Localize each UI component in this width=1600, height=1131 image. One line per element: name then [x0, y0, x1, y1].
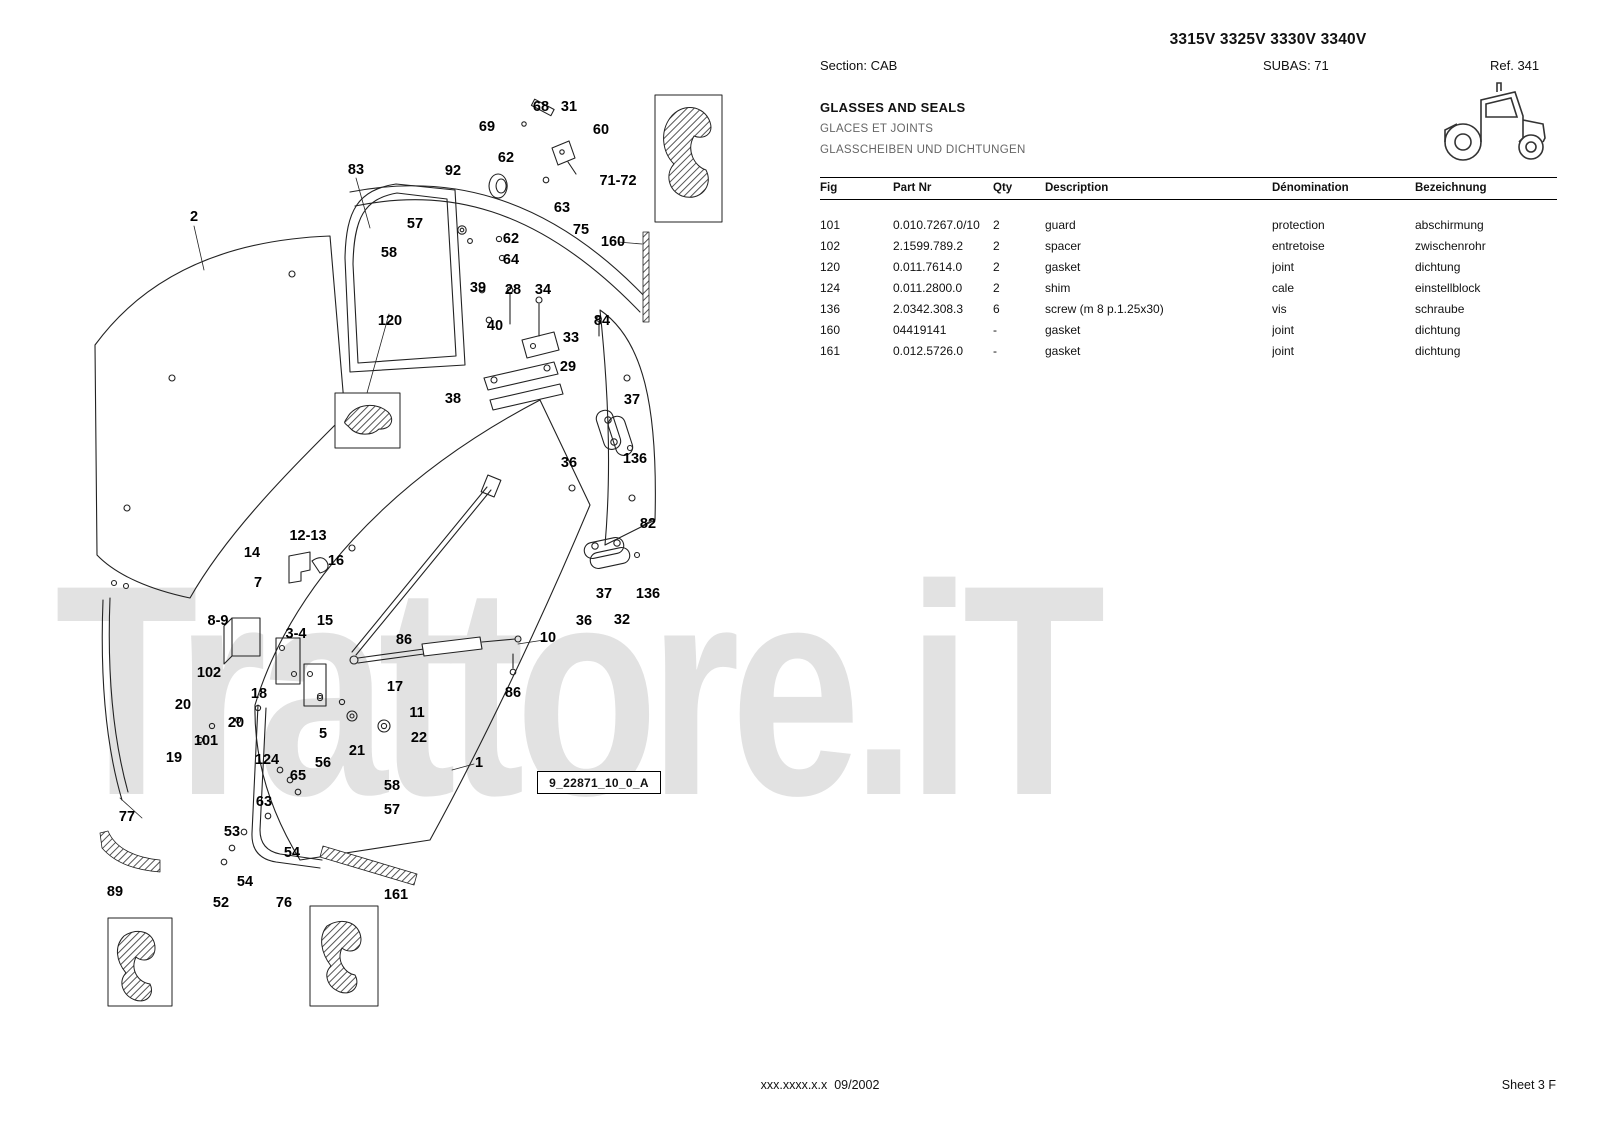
- table-row: 160 04419141 - gasket joint dichtung: [820, 320, 1557, 341]
- column-header-1: Part Nr: [893, 177, 993, 200]
- hinge-lower-37: [583, 536, 641, 570]
- table-cell: 136: [820, 302, 841, 316]
- table-cell: schraube: [1415, 302, 1465, 316]
- table-cell: 102: [820, 239, 841, 253]
- table-row: 101 0.010.7267.0/10 2 guard protection abschi…: [820, 200, 1557, 237]
- footer-part-date: xxx.xxxx.x.x 09/2002: [760, 1078, 880, 1092]
- table-row: 124 0.011.2800.0 2 shim cale einstellblock: [820, 278, 1557, 299]
- table-cell: -: [993, 344, 997, 358]
- subas-label: SUBAS: 71: [1263, 58, 1329, 73]
- table-cell: 0.012.5726.0: [893, 344, 964, 358]
- table-cell: 04419141: [893, 323, 947, 337]
- title-french: GLACES ET JOINTS: [820, 123, 934, 135]
- table-cell: entretoise: [1272, 239, 1325, 253]
- door-glass-1: [254, 399, 591, 861]
- column-header-3: Description: [1045, 177, 1272, 200]
- table-cell: zwischenrohr: [1415, 239, 1486, 253]
- table-cell: joint: [1272, 260, 1295, 274]
- seal-profile-inset-top: [654, 94, 723, 223]
- seal-profile-inset-bottom-mid: [309, 905, 379, 1007]
- table-cell: abschirmung: [1415, 218, 1484, 232]
- hinge-bracket-cluster: [223, 551, 329, 707]
- table-cell: einstellblock: [1415, 281, 1481, 295]
- roof-rail-75: [349, 185, 649, 313]
- support-rod: [351, 474, 502, 656]
- table-cell: 101: [820, 218, 841, 232]
- table-cell: 2.0342.308.3: [893, 302, 964, 316]
- table-row: 120 0.011.7614.0 2 gasket joint dichtung: [820, 257, 1557, 278]
- column-header-5: Bezeichnung: [1415, 177, 1557, 200]
- column-header-0: Fig: [820, 177, 893, 200]
- table-cell: cale: [1272, 281, 1295, 295]
- rear-panel-2: [94, 235, 346, 599]
- column-header-2: Qty: [993, 177, 1045, 200]
- title-german: GLASSCHEIBEN UND DICHTUNGEN: [820, 144, 1026, 156]
- seal-strip-89: [99, 830, 161, 873]
- table-cell: 0.010.7267.0/10: [893, 218, 980, 232]
- column-header-4: Dénomination: [1272, 177, 1415, 200]
- exploded-diagram: [94, 94, 723, 1007]
- table-cell: 0.011.7614.0: [893, 260, 963, 274]
- table-cell: 2: [993, 239, 1000, 253]
- top-window-frame-83: [344, 183, 466, 373]
- leader-lines: [119, 177, 653, 819]
- table-cell: 120: [820, 260, 841, 274]
- top-hardware: [457, 98, 602, 337]
- table-cell: 2: [993, 281, 1000, 295]
- table-cell: vis: [1272, 302, 1287, 316]
- table-cell: guard: [1045, 218, 1076, 232]
- ref-label: Ref. 341: [1490, 58, 1540, 73]
- table-cell: 2: [993, 260, 1000, 274]
- seal-profile-inset-mid: [334, 392, 401, 449]
- straps-29-38: [483, 361, 564, 411]
- seal-strip-160: [642, 231, 650, 323]
- seal-strip-161: [319, 845, 418, 886]
- section-label: Section: CAB: [820, 58, 898, 73]
- table-cell: -: [993, 323, 997, 337]
- table-cell: spacer: [1045, 239, 1082, 253]
- seal-profile-inset-bottom-left: [107, 917, 173, 1007]
- table-row: 102 2.1599.789.2 2 spacer entretoise zwischen…: [820, 236, 1557, 257]
- table-cell: 160: [820, 323, 841, 337]
- small-hardware: [196, 694, 391, 866]
- table-cell: screw (m 8 p.1.25x30): [1045, 302, 1164, 316]
- table-cell: 2.1599.789.2: [893, 239, 964, 253]
- footer-sheet-label: Sheet 3 F: [1501, 1078, 1556, 1092]
- tractor-icon: [1444, 82, 1546, 161]
- table-cell: dichtung: [1415, 260, 1461, 274]
- table-cell: dichtung: [1415, 344, 1461, 358]
- table-cell: 161: [820, 344, 841, 358]
- side-panel-82: [599, 309, 656, 546]
- table-cell: gasket: [1045, 323, 1081, 337]
- seal-strip-77: [101, 597, 129, 801]
- table-cell: gasket: [1045, 260, 1081, 274]
- drawing-code-box: 9_22871_10_0_A: [537, 771, 661, 794]
- door-frame-76: [251, 704, 323, 869]
- table-cell: dichtung: [1415, 323, 1461, 337]
- table-cell: 6: [993, 302, 1000, 316]
- table-cell: 2: [993, 218, 1000, 232]
- table-cell: 0.011.2800.0: [893, 281, 963, 295]
- table-row: 161 0.012.5726.0 - gasket joint dichtung: [820, 341, 1557, 362]
- title-english: GLASSES AND SEALS: [820, 100, 966, 115]
- table-cell: joint: [1272, 344, 1295, 358]
- table-cell: 124: [820, 281, 841, 295]
- table-row: 136 2.0342.308.3 6 screw (m 8 p.1.25x30) vis…: [820, 299, 1557, 320]
- hinge-upper-37: [595, 409, 634, 456]
- models-title: 3315V 3325V 3330V 3340V: [1169, 31, 1367, 48]
- drawing-code-text: 9_22871_10_0_A: [549, 775, 649, 790]
- bolt-34-bracket-33: [521, 296, 560, 359]
- gas-strut-10: [349, 635, 522, 676]
- table-cell: gasket: [1045, 344, 1081, 358]
- table-cell: joint: [1272, 323, 1295, 337]
- table-cell: shim: [1045, 281, 1071, 295]
- table-cell: protection: [1272, 218, 1325, 232]
